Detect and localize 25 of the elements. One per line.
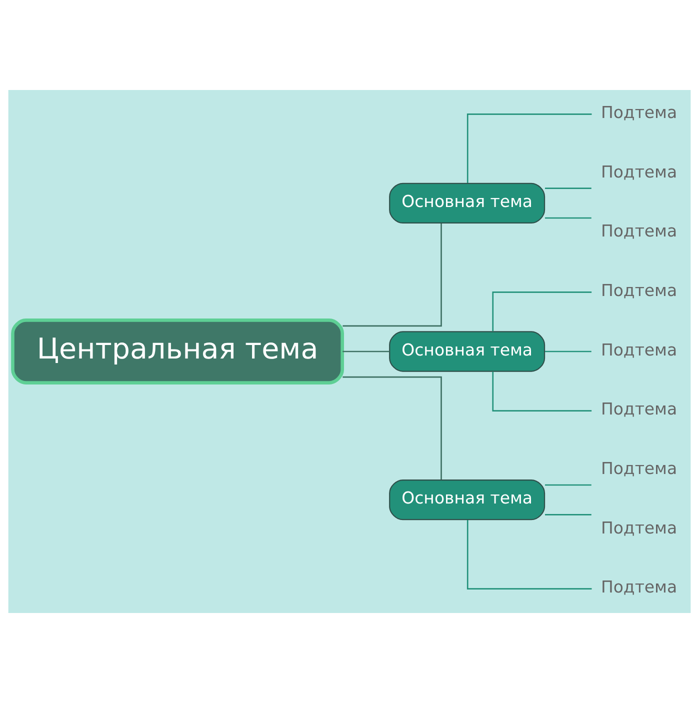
- node-box: Основная тема: [389, 182, 546, 223]
- node-text: Подтема: [600, 518, 678, 537]
- connector: [545, 187, 592, 188]
- connector: [466, 113, 592, 182]
- connector: [342, 222, 442, 326]
- connector: [466, 520, 592, 589]
- connector: [545, 514, 592, 515]
- node-text: Подтема: [600, 280, 678, 300]
- connector: [342, 376, 442, 480]
- connector: [545, 216, 592, 218]
- node-text: Подтема: [600, 399, 678, 418]
- node-box: Центральная тема: [11, 318, 344, 384]
- connector: [545, 484, 592, 486]
- connector: [492, 291, 592, 331]
- node-text: Подтема: [600, 340, 678, 359]
- node-box: Основная тема: [389, 330, 546, 372]
- connector: [342, 350, 390, 352]
- node-text: Подтема: [600, 577, 678, 596]
- connector: [545, 350, 592, 352]
- node-text: Подтема: [600, 458, 678, 478]
- node-text: Подтема: [600, 162, 678, 181]
- node-text: Подтема: [600, 221, 678, 240]
- node-box: Основная тема: [389, 479, 546, 520]
- connector: [492, 371, 592, 411]
- node-text: Подтема: [600, 102, 678, 122]
